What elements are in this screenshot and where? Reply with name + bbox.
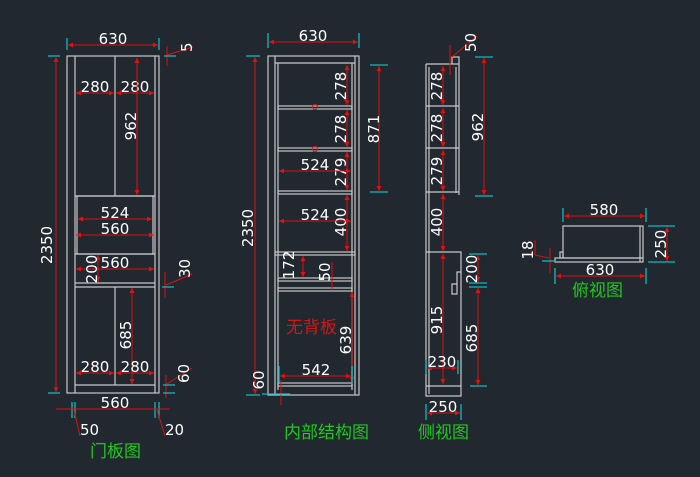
hole-marker [312, 104, 318, 110]
door-lower-left-label: 280 [81, 358, 110, 376]
inner-shelf-width-1-label: 524 [301, 156, 330, 174]
inner-drawer-space-label: 172 [280, 251, 298, 280]
door-drawer-inner-label: 524 [101, 204, 130, 222]
inner-height-total-label: 2350 [239, 209, 257, 247]
door-mid-width-label: 560 [101, 254, 130, 272]
door-left-offset-label: 50 [80, 421, 99, 439]
inner-upper-total-label: 871 [365, 115, 383, 144]
door-gap-top-label: 5 [178, 42, 196, 52]
inner-shelf4-label: 400 [332, 208, 350, 237]
inner-shelf-width-2-label: 524 [301, 206, 330, 224]
side-geometry [425, 56, 462, 397]
top-outer-width-label: 630 [586, 261, 615, 279]
top-view: 580 250 18 630 俯视图 [519, 201, 675, 301]
side-shelf2-label: 278 [428, 114, 446, 143]
side-lower-total-label: 915 [428, 306, 446, 335]
door-right-offset-label: 20 [165, 421, 184, 439]
side-upper-total-label: 962 [469, 113, 487, 142]
top-geometry [554, 225, 644, 263]
side-view-caption: 侧视图 [418, 423, 469, 443]
door-width-top-label: 630 [99, 30, 128, 48]
side-depth-label: 250 [429, 398, 458, 416]
inner-shelf2-label: 278 [332, 115, 350, 144]
inner-shelf3-label: 279 [332, 158, 350, 187]
door-mid-height-label: 200 [83, 255, 101, 284]
side-mid-height-label: 200 [463, 255, 481, 284]
door-bottom-gap-label: 60 [175, 364, 193, 383]
side-top-gap-label: 50 [462, 33, 480, 52]
inner-view-caption: 内部结构图 [284, 423, 369, 443]
inner-width-top-label: 630 [299, 27, 328, 45]
door-view: 630 5 2350 280 280 962 524 560 560 200 3 [38, 30, 196, 462]
door-lower-height-label: 685 [117, 321, 135, 350]
inner-lower-height-label: 639 [337, 326, 355, 355]
door-upper-left-label: 280 [81, 78, 110, 96]
top-view-caption: 俯视图 [572, 281, 623, 301]
top-inner-width-label: 580 [590, 201, 619, 219]
door-upper-right-label: 280 [121, 78, 150, 96]
door-bottom-width-label: 560 [101, 394, 130, 412]
top-door-thickness-label: 18 [519, 240, 537, 259]
top-depth-label: 250 [652, 230, 670, 259]
hole-marker [312, 146, 318, 152]
side-shelf3-label: 279 [428, 157, 446, 186]
side-inner-depth-label: 230 [428, 353, 457, 371]
door-drawer-outer-label: 560 [101, 220, 130, 238]
no-back-panel-note: 无背板 [286, 318, 337, 338]
door-geometry [66, 55, 160, 394]
door-upper-height-label: 962 [122, 112, 140, 141]
side-shelf4-label: 400 [428, 208, 446, 237]
inner-view: 630 2350 278 278 279 400 871 524 524 172… [239, 27, 388, 443]
door-lower-right-label: 280 [121, 358, 150, 376]
side-lower-door-label: 685 [463, 324, 481, 353]
inner-plinth-label: 60 [250, 370, 268, 389]
inner-bottom-width-label: 542 [302, 361, 331, 379]
door-mid-gap-label: 30 [176, 259, 194, 278]
door-height-total-label: 2350 [38, 226, 56, 264]
side-shelf1-label: 278 [428, 72, 446, 101]
inner-shelf1-label: 278 [332, 72, 350, 101]
side-view: 50 278 278 279 400 962 915 200 685 230 [418, 33, 493, 443]
door-view-caption: 门板图 [90, 442, 141, 462]
inner-drawer-gap-label: 50 [316, 262, 334, 281]
